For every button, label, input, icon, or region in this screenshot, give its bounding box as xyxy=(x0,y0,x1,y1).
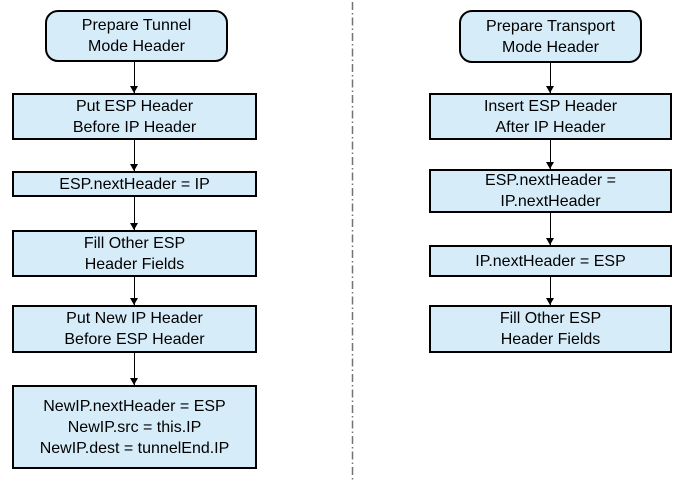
node-label-line: ESP.nextHeader = IP xyxy=(59,175,210,193)
node-label-line: ESP.nextHeader = xyxy=(485,172,616,189)
node-prepare-transport-mode-header: Prepare Transport Mode Header xyxy=(459,10,642,63)
connector-arrow xyxy=(546,140,554,169)
node-esp-nextheader-equals-ip: ESP.nextHeader = IP xyxy=(12,171,257,197)
node-label-line: IP.nextHeader xyxy=(500,193,601,210)
connector-arrow xyxy=(130,197,138,230)
node-label-line: Before ESP Header xyxy=(64,331,205,348)
connector-arrow xyxy=(130,62,138,93)
connector-arrow xyxy=(546,213,554,245)
node-label-line: Fill Other ESP xyxy=(499,310,602,327)
node-insert-esp-header-after-ip: Insert ESP Header After IP Header xyxy=(429,93,672,140)
node-esp-nextheader-equals-ip-nextheader: ESP.nextHeader = IP.nextHeader xyxy=(429,169,672,213)
node-label-line: Put ESP Header xyxy=(75,97,194,115)
node-fill-other-esp-header-fields: Fill Other ESP Header Fields xyxy=(12,230,257,277)
node-put-new-ip-header-before-esp: Put New IP Header Before ESP Header xyxy=(12,305,257,353)
node-label-line: NewIP.src = this.IP xyxy=(67,418,202,436)
node-label-line: Mode Header xyxy=(88,38,185,55)
node-label-line: Before IP Header xyxy=(72,118,197,136)
node-label-line: Header Fields xyxy=(84,255,185,273)
node-prepare-tunnel-mode-header: Prepare Tunnel Mode Header xyxy=(45,10,228,62)
node-newip-field-assignments: NewIP.nextHeader = ESP NewIP.src = this.… xyxy=(12,385,257,469)
node-ip-nextheader-equals-esp: IP.nextHeader = ESP xyxy=(429,245,672,277)
node-label-line: Prepare Tunnel xyxy=(81,17,192,34)
node-label-line: Insert ESP Header xyxy=(483,97,618,115)
node-label-line: Prepare Transport xyxy=(486,17,615,35)
node-label-line: IP.nextHeader = ESP xyxy=(475,252,626,270)
node-label-line: Put New IP Header xyxy=(66,310,203,327)
node-label-line: Header Fields xyxy=(500,331,601,348)
node-label-line: NewIP.nextHeader = ESP xyxy=(43,397,226,415)
connector-arrow xyxy=(546,277,554,305)
connector-arrow xyxy=(130,140,138,171)
node-label-line: Fill Other ESP xyxy=(83,234,186,252)
node-label-line: After IP Header xyxy=(495,118,606,136)
node-label-line: Mode Header xyxy=(502,38,599,56)
connector-arrow xyxy=(130,277,138,305)
connector-arrow xyxy=(546,63,554,93)
node-put-esp-header-before-ip: Put ESP Header Before IP Header xyxy=(12,93,257,140)
connector-arrow xyxy=(130,353,138,385)
node-label-line: NewIP.dest = tunnelEnd.IP xyxy=(39,439,230,457)
node-fill-other-esp-header-fields: Fill Other ESP Header Fields xyxy=(429,305,672,353)
